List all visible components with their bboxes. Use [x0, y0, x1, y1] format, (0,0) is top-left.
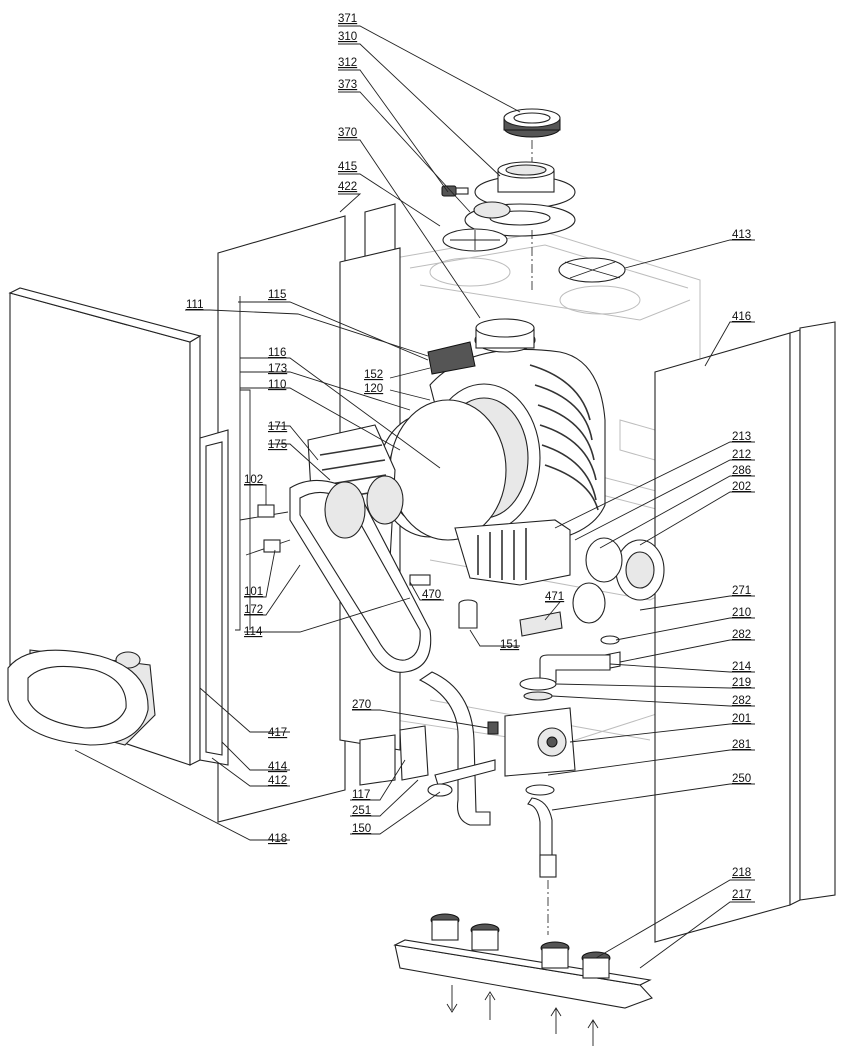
flue-cover-370 [442, 228, 508, 252]
callout-114: 114 [244, 626, 263, 638]
pipe-151 [458, 599, 478, 629]
callout-213: 213 [732, 431, 751, 443]
callout-labels: 371 310 312 373 370 415 422 413 111 115 … [186, 13, 752, 901]
callout-212: 212 [732, 449, 751, 461]
callout-414: 414 [268, 761, 288, 773]
bracket-471 [519, 611, 563, 637]
sensor-115 [427, 341, 476, 375]
callout-417: 417 [268, 727, 287, 739]
union-219-282 [519, 677, 557, 701]
callout-202: 202 [732, 481, 751, 493]
callout-173: 173 [268, 363, 287, 375]
callout-422: 422 [338, 181, 357, 193]
flue-adaptor-310 [474, 161, 576, 209]
callout-270: 270 [352, 699, 371, 711]
gasket-373 [464, 201, 576, 237]
callout-415: 415 [338, 161, 357, 173]
flue-cover-413 [558, 257, 626, 283]
callout-312: 312 [338, 57, 357, 69]
callout-101: 101 [244, 586, 263, 598]
callout-111: 111 [186, 299, 203, 311]
callout-217: 217 [732, 889, 751, 901]
electrodes-101-102 [239, 504, 291, 556]
service-valve-arrows [446, 985, 599, 1046]
gasket-173 [389, 399, 507, 541]
callout-219: 219 [732, 677, 751, 689]
callout-115: 115 [268, 289, 286, 301]
callout-171: 171 [268, 421, 287, 433]
callout-102: 102 [244, 474, 263, 486]
condensate-pipes-117-150-251 [399, 671, 496, 826]
callout-282-upper: 282 [732, 629, 751, 641]
callout-271: 271 [732, 585, 751, 597]
callout-214: 214 [732, 661, 752, 673]
callout-413: 413 [732, 229, 751, 241]
callout-373: 373 [338, 79, 357, 91]
callout-150: 150 [352, 823, 371, 835]
front-cover-frame-418 [7, 649, 149, 746]
callout-110: 110 [268, 379, 286, 391]
callout-175: 175 [268, 439, 287, 451]
callout-151: 151 [500, 639, 519, 651]
callout-412: 412 [268, 775, 287, 787]
gas-pipe-250 [525, 784, 557, 878]
callout-201: 201 [732, 713, 751, 725]
air-box-213 [454, 519, 571, 586]
callout-152: 152 [364, 369, 383, 381]
left-side-panel-414 [199, 215, 346, 823]
callout-281: 281 [732, 739, 751, 751]
callout-418: 418 [268, 833, 287, 845]
callout-120: 120 [364, 383, 383, 395]
callout-471: 471 [545, 591, 564, 603]
callout-218: 218 [732, 867, 751, 879]
callout-470: 470 [422, 589, 441, 601]
callout-310: 310 [338, 31, 357, 43]
callout-371: 371 [338, 13, 357, 25]
sample-point-312 [441, 185, 469, 197]
callout-416: 416 [732, 311, 751, 323]
callout-210: 210 [732, 607, 751, 619]
leader-lines [74, 25, 755, 969]
callout-117: 117 [352, 789, 370, 801]
callout-250: 250 [732, 773, 751, 785]
fan-assembly-114 [289, 479, 432, 673]
gas-pipe-214 [539, 654, 611, 683]
callout-172: 172 [244, 604, 263, 616]
mounting-bracket-217-218 [393, 913, 653, 1009]
callout-116: 116 [268, 347, 286, 359]
callout-286: 286 [732, 465, 751, 477]
pump-202 [572, 537, 665, 624]
flue-cap-371 [503, 108, 561, 138]
callout-370: 370 [338, 127, 357, 139]
callout-251: 251 [352, 805, 371, 817]
condensate-trap-470 [409, 574, 431, 586]
callout-282-lower: 282 [732, 695, 751, 707]
gas-valve-201 [487, 707, 576, 777]
